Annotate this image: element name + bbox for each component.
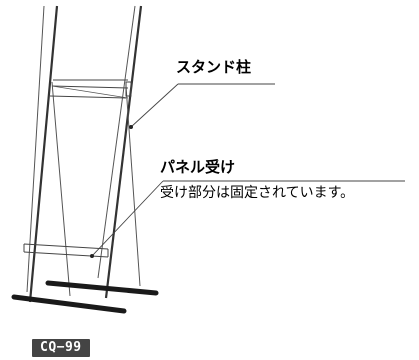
- top-cross-bar-bottom: [49, 95, 127, 99]
- panel-holder-note: 受け部分は固定されています。: [160, 185, 355, 201]
- leader-panel-diagonal: [91, 180, 164, 257]
- rear-leg-right: [125, 85, 141, 287]
- leader-stand-diagonal: [130, 83, 179, 128]
- panel-holder-top: [23, 243, 109, 250]
- base-foot-front: [11, 294, 127, 314]
- front-pillar-left: [28, 5, 59, 303]
- leader-stand-dot: [129, 125, 133, 129]
- model-code-badge: CQ−99: [32, 339, 90, 357]
- back-leg-right: [97, 5, 136, 279]
- stand-pillar-label: スタンド柱: [176, 58, 252, 76]
- rear-leg-left: [51, 81, 71, 297]
- front-pillar-right: [104, 5, 143, 299]
- panel-holder-label: パネル受け: [160, 158, 236, 176]
- leader-panel-dot: [90, 254, 94, 258]
- panel-holder-bottom: [23, 251, 109, 258]
- top-bracket: [125, 81, 132, 97]
- top-cross-bar-lower: [51, 85, 129, 89]
- base-foot-rear: [45, 280, 159, 296]
- top-cross-bar-diagonal: [51, 85, 129, 99]
